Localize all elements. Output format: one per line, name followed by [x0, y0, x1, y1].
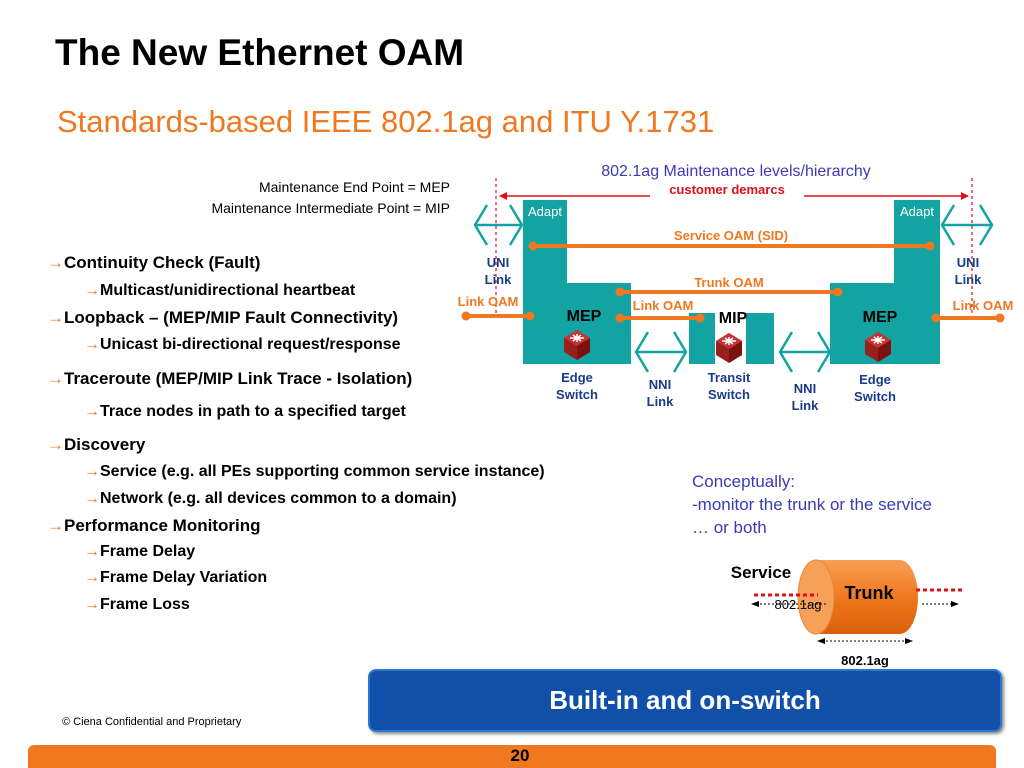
service-label: Service — [731, 563, 792, 582]
copyright-notice: © Ciena Confidential and Proprietary — [62, 716, 242, 728]
service-oam-endpoint — [925, 241, 935, 251]
demarc-label-bg — [650, 183, 804, 197]
link-oam-endpoint — [461, 311, 471, 321]
service-trunk-cylinder: 802.1ag Trunk Service 802.1ag — [731, 559, 962, 668]
conceptually-line: -monitor the trunk or the service — [692, 495, 932, 514]
nni-link-right-line1: NNI — [794, 381, 816, 396]
transit-switch-line2: Switch — [708, 387, 750, 402]
sub-bullet-item: →Frame Delay — [84, 543, 196, 560]
arrow-icon: → — [84, 596, 100, 613]
arrow-icon: → — [84, 282, 100, 299]
link-oam-mid-label: Link OAM — [633, 298, 694, 313]
uni-link-left-line2: Link — [485, 272, 512, 287]
customer-demarcs-label: customer demarcs — [669, 182, 785, 197]
edge-switch-left-line2: Switch — [556, 387, 598, 402]
link-oam-endpoint — [615, 313, 625, 323]
arrow-icon: → — [84, 336, 100, 353]
transit-switch-right — [746, 313, 774, 364]
footer-bar — [28, 745, 996, 768]
definition-mep: Maintenance End Point = MEP — [258, 179, 450, 195]
bullet-item: →Discovery — [47, 435, 146, 454]
sub-bullet-item: →Unicast bi-directional request/response — [84, 336, 401, 353]
edge-switch-left-adapt — [523, 200, 567, 364]
uni-link-right-arrow — [940, 204, 994, 246]
page-number: 20 — [510, 746, 530, 765]
edge-switch-right-line1: Edge — [859, 372, 891, 387]
cylinder-body — [816, 560, 918, 634]
sub-bullet-item: →Multicast/unidirectional heartbeat — [84, 282, 356, 299]
arrow-icon: → — [84, 403, 100, 420]
bullet-item: →Continuity Check (Fault) — [47, 253, 261, 272]
link-oam-endpoint — [995, 313, 1005, 323]
nni-link-left-arrow — [634, 331, 688, 373]
edge-switch-right-adapt — [894, 200, 940, 364]
transit-switch-line1: Transit — [708, 370, 751, 385]
arrow-icon: → — [47, 435, 64, 454]
arrow-icon: → — [84, 569, 100, 586]
mip-label: MIP — [719, 310, 748, 327]
arrow-icon: → — [84, 543, 100, 560]
conceptually-note: Conceptually: -monitor the trunk or the … — [692, 470, 932, 539]
diagram-heading: 802.1ag Maintenance levels/hierarchy — [601, 163, 871, 180]
edge-switch-left-line1: Edge — [561, 370, 593, 385]
definition-mip: Maintenance Intermediate Point = MIP — [211, 200, 450, 216]
built-in-banner: Built-in and on-switch — [368, 669, 1002, 732]
nni-link-left-line2: Link — [647, 394, 674, 409]
service-oam-label: Service OAM (SID) — [674, 228, 788, 243]
service-oam-endpoint — [528, 241, 538, 251]
nni-link-right-line2: Link — [792, 398, 819, 413]
arrow-icon: → — [47, 253, 64, 272]
slide-title: The New Ethernet OAM — [55, 32, 465, 73]
uni-link-right-line1: UNI — [957, 255, 979, 270]
link-oam-endpoint — [695, 313, 705, 323]
arrow-icon: → — [84, 490, 100, 507]
adapt-right-label: Adapt — [900, 204, 934, 219]
sub-bullet-item: →Trace nodes in path to a specified targ… — [84, 403, 406, 420]
bullet-item: →Traceroute (MEP/MIP Link Trace - Isolat… — [47, 369, 413, 388]
arrow-icon: → — [47, 369, 64, 388]
arrow-icon: → — [47, 516, 64, 535]
bullet-item: →Loopback – (MEP/MIP Fault Connectivity) — [47, 308, 399, 327]
edge-switch-right-line2: Switch — [854, 389, 896, 404]
trunk-oam-endpoint — [615, 287, 625, 297]
mep-right-label: MEP — [863, 309, 898, 326]
mep-left-label: MEP — [567, 308, 602, 325]
trunk-oam-label: Trunk OAM — [694, 275, 763, 290]
inner-802-1ag-label: 802.1ag — [775, 597, 822, 612]
trunk-label: Trunk — [844, 583, 894, 603]
sub-bullet-item: →Frame Delay Variation — [84, 569, 268, 586]
cylinder-end-face — [797, 559, 835, 635]
link-oam-endpoint — [931, 313, 941, 323]
nni-link-right-arrow — [778, 331, 832, 373]
bullet-item: →Performance Monitoring — [47, 516, 261, 535]
uni-link-left-arrow — [473, 204, 524, 246]
link-oam-endpoint — [525, 311, 535, 321]
conceptually-line: Conceptually: — [692, 472, 796, 491]
slide-subtitle: Standards-based IEEE 802.1ag and ITU Y.1… — [57, 104, 715, 139]
arrow-icon: → — [47, 308, 64, 327]
adapt-left-label: Adapt — [528, 204, 562, 219]
link-oam-right-label: Link OAM — [953, 298, 1014, 313]
arrow-icon: → — [84, 463, 100, 480]
nni-link-left-line1: NNI — [649, 377, 671, 392]
sub-bullet-item: →Service (e.g. all PEs supporting common… — [84, 463, 545, 480]
uni-link-left-line1: UNI — [487, 255, 509, 270]
bottom-802-1ag-label: 802.1ag — [841, 653, 889, 668]
banner-text: Built-in and on-switch — [549, 685, 821, 715]
router-icon — [715, 332, 743, 364]
sub-bullet-item: →Network (e.g. all devices common to a d… — [84, 490, 457, 507]
link-oam-left-label: Link OAM — [458, 294, 519, 309]
uni-link-right-line2: Link — [955, 272, 982, 287]
sub-bullet-item: →Frame Loss — [84, 596, 190, 613]
conceptually-line: … or both — [692, 518, 767, 537]
trunk-oam-endpoint — [833, 287, 843, 297]
